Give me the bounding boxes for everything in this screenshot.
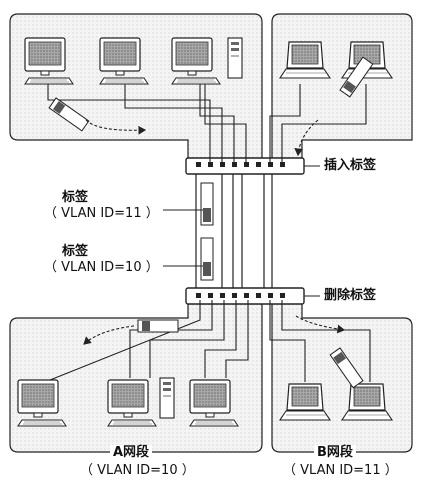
segment-b-vlan-id: （ VLAN ID=11 ） — [283, 463, 398, 478]
tag-top-vlan-id: （ VLAN ID=11 ） — [44, 206, 159, 221]
delete-tag-label: 删除标签 — [324, 288, 377, 303]
segment-b-label: B网段 — [314, 445, 356, 460]
arrow-b-top — [294, 119, 319, 157]
segment-b-region-bottom — [271, 301, 413, 453]
tagged-packet-vlan11 — [200, 182, 214, 226]
segment-a-vlan-id: （ VLAN ID=10 ） — [80, 463, 195, 478]
arrow-a-top — [85, 119, 147, 135]
arrow-b-bottom — [295, 315, 346, 334]
segment-a-label: A网段 — [110, 445, 153, 460]
tag-bottom-vlan-id: （ VLAN ID=10 ） — [44, 260, 159, 275]
packet-untagged-a-bottom — [137, 319, 179, 333]
switch-bottom — [185, 287, 305, 305]
switch-top — [185, 157, 305, 175]
arrow-a-bottom — [83, 325, 135, 345]
tower-a-bottom — [159, 377, 175, 419]
insert-tag-label: 插入标签 — [324, 158, 377, 173]
tagged-packet-vlan10 — [200, 237, 214, 281]
tag-top-label: 标签 — [62, 190, 89, 205]
tower-a — [227, 37, 243, 79]
tag-bottom-label: 标签 — [62, 244, 89, 259]
